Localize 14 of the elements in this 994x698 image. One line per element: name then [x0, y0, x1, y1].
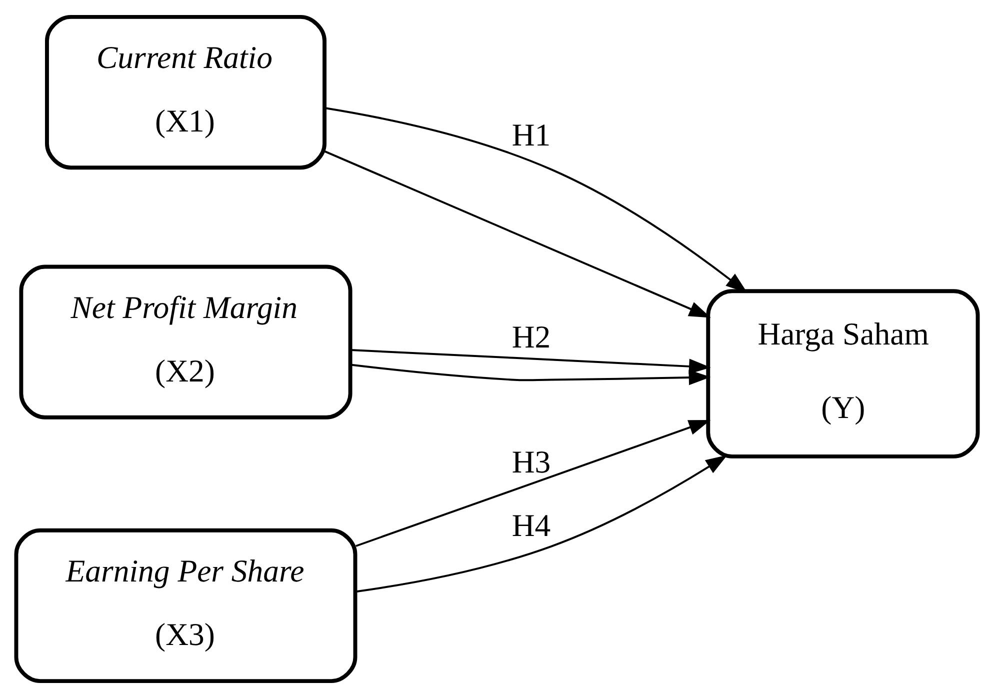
node-box: Current Ratio (X1) — [44, 14, 326, 170]
arrow — [350, 364, 711, 386]
edge-label: H2 — [512, 320, 551, 355]
node-box: Harga Saham (Y) — [706, 289, 980, 458]
arrow — [356, 420, 711, 547]
node-box: Net Profit Margin (X2) — [19, 264, 352, 420]
edge-label: H4 — [512, 508, 551, 543]
arrow — [350, 349, 711, 374]
arrow — [324, 107, 748, 294]
edge-label: H1 — [512, 117, 551, 152]
arrow — [356, 454, 728, 593]
node-box: Earning Per Share (X3) — [14, 528, 358, 684]
arrow — [324, 150, 711, 318]
edge-label: H3 — [512, 444, 551, 480]
